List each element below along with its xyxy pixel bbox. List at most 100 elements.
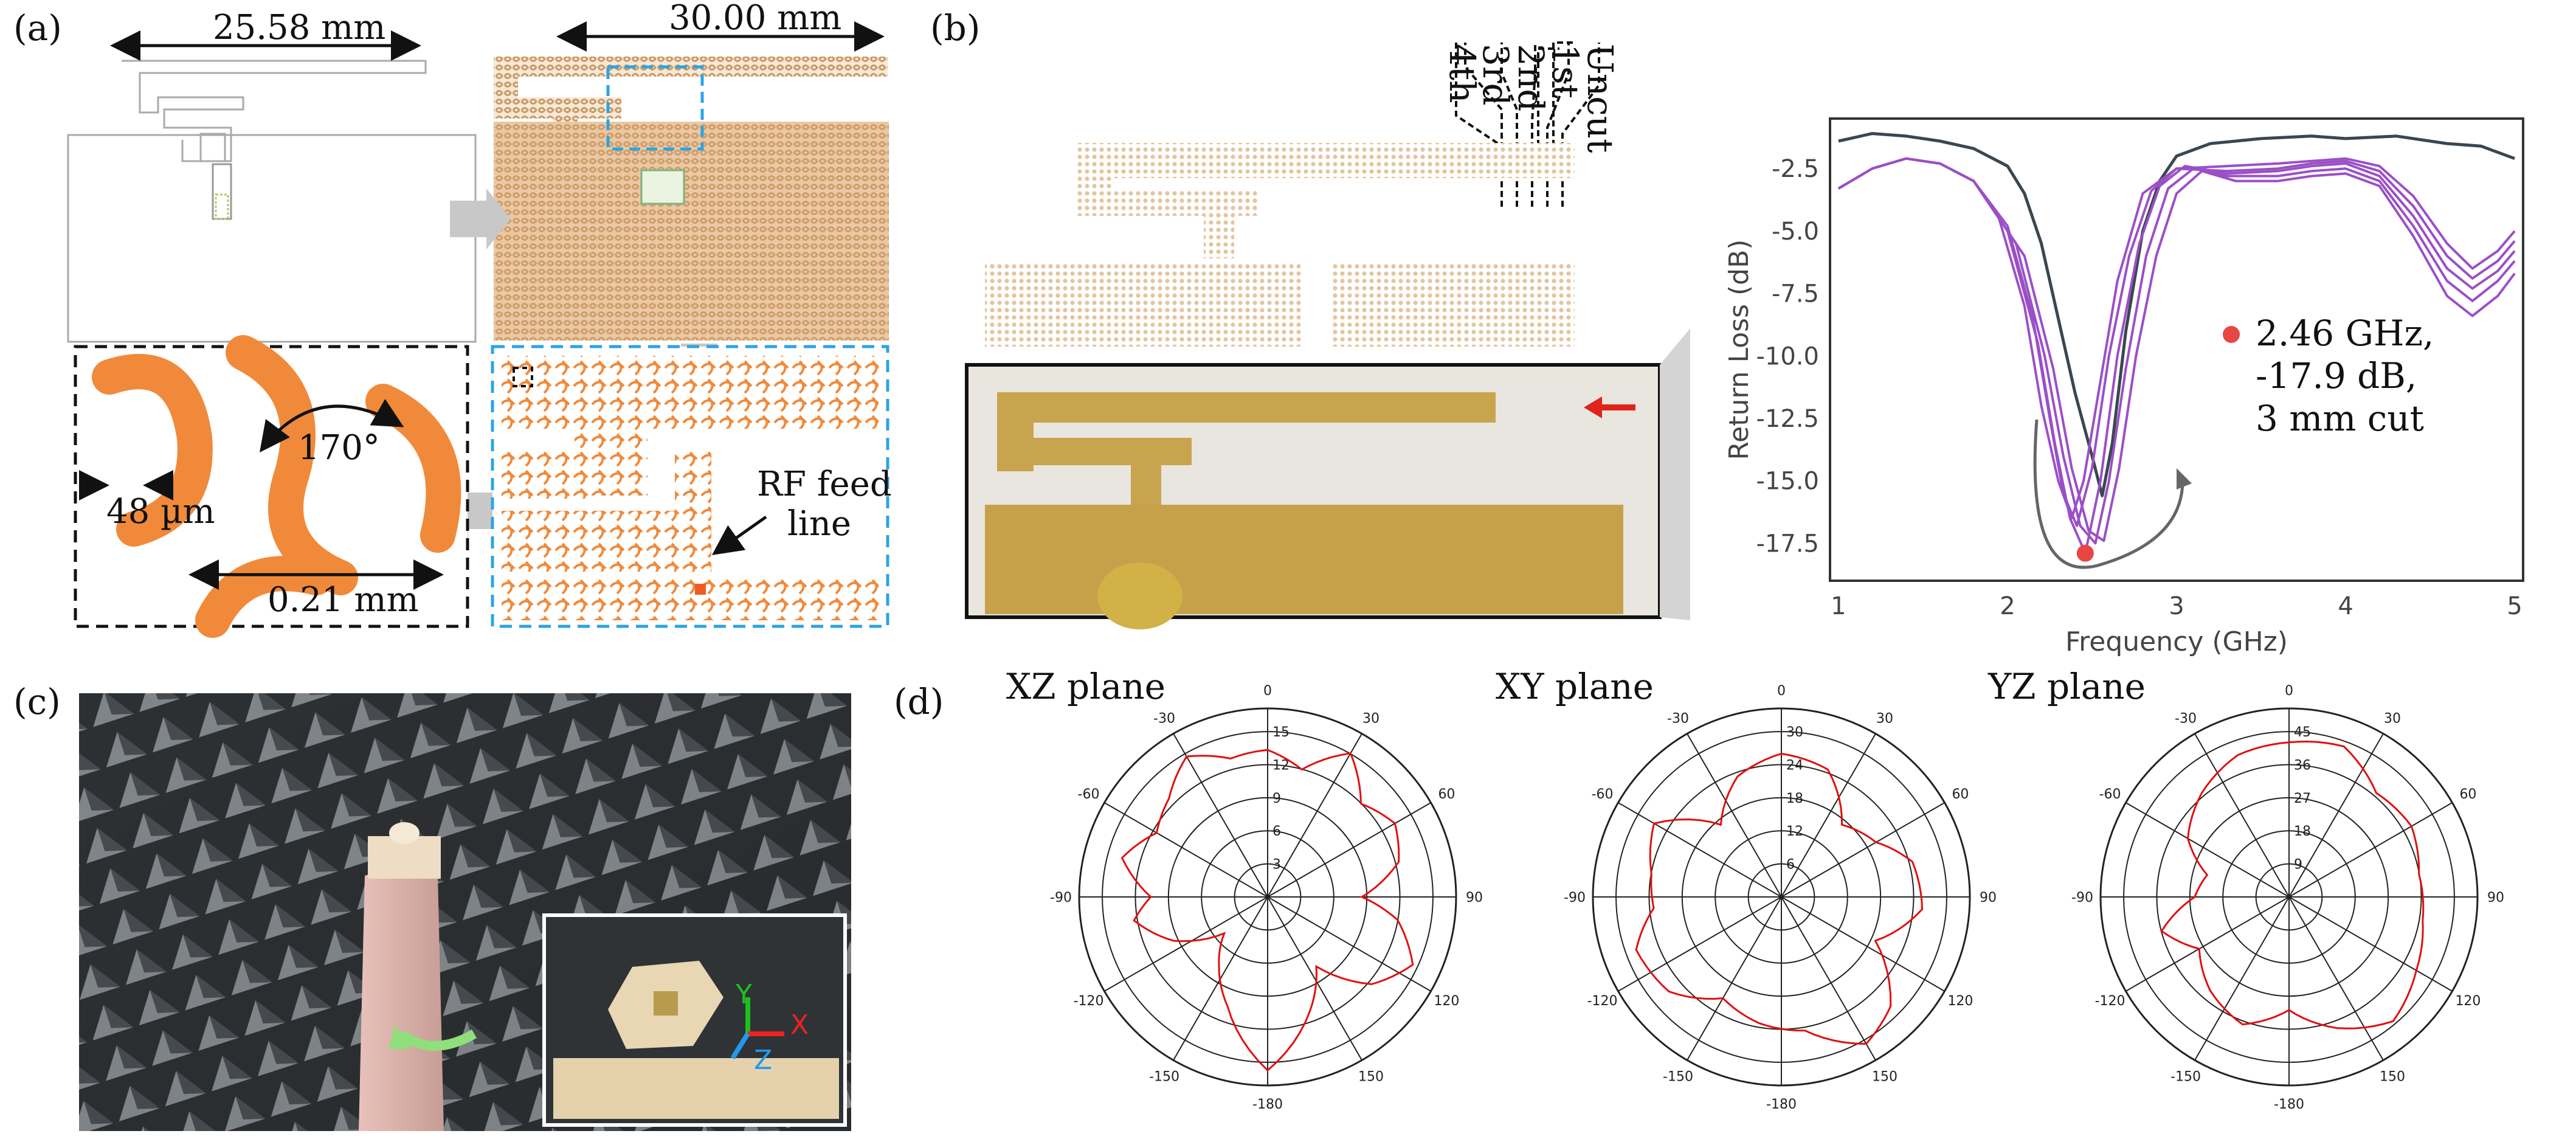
polar-angle-label: 0 [1777, 683, 1786, 699]
trend-arrow [2033, 419, 2184, 569]
polar-spoke [2194, 896, 2290, 1061]
polar-spoke [1687, 733, 1782, 898]
cut-label-2nd: 2nd [1510, 44, 1552, 111]
polar-radial-tick: 12 [1786, 824, 1803, 839]
radiation-pattern-trace [1635, 752, 1924, 1045]
y-tick-label: -12.5 [1756, 405, 1820, 433]
polar-angle-label: 30 [2384, 711, 2401, 727]
dimension-overall-label: 25.58 mm [213, 8, 385, 47]
polar-spoke [1267, 802, 1431, 898]
y-tick-label: -17.5 [1756, 530, 1820, 558]
x-tick-label: 1 [1831, 592, 1846, 620]
trend-arrowhead [2177, 468, 2192, 490]
polar-radial-tick: 12 [1272, 758, 1290, 773]
annotation-line-1: 2.46 GHz, [2256, 313, 2434, 354]
polar-plot-xy: 6121824300306090120150-180-150-120-90-60… [1564, 683, 1997, 1112]
series-line-5 [1837, 157, 2516, 542]
polar-radial-tick: 9 [2294, 857, 2302, 873]
y-tick-label: -7.5 [1772, 280, 1819, 308]
radiation-pattern-trace [1121, 749, 1414, 1072]
polar-angle-label: 30 [1362, 711, 1380, 727]
panel-label-c: (c) [13, 681, 61, 722]
polar-spoke [2125, 802, 2290, 898]
polar-plot-xz: 36912150306090120150-180-150-120-90-60-3… [1050, 683, 1483, 1112]
y-tick-label: -10.0 [1756, 342, 1820, 370]
polar-angle-label: -180 [2274, 1097, 2304, 1112]
y-tick-label: -2.5 [1772, 155, 1819, 183]
polar-angle-label: -180 [1766, 1097, 1797, 1112]
x-tick-label: 3 [2169, 592, 2184, 620]
polar-spoke [1781, 896, 1876, 1061]
polar-angle-label: -90 [1050, 890, 1072, 905]
polar-angle-label: 120 [1947, 994, 1973, 1009]
dimension-patterned-label: 30.00 mm [669, 0, 841, 38]
x-axis-title: Frequency (GHz) [2065, 626, 2288, 657]
rf-feed-label-line2: line [787, 504, 851, 544]
x-tick-label: 5 [2507, 592, 2522, 620]
unit-cell-zoom [74, 335, 469, 638]
flow-arrow-right [450, 189, 511, 249]
panel-label-b: (b) [930, 7, 981, 49]
cut-label-3rd: 3rd [1475, 44, 1516, 106]
polar-spoke [1781, 896, 1945, 992]
trace-width-label: 48 µm [106, 492, 215, 531]
panel-b-antenna-figure: Uncut 1st 2nd 3rd 4th [965, 41, 1690, 629]
polar-angle-label: -120 [1074, 994, 1104, 1009]
polar-angle-label: 0 [2285, 683, 2293, 699]
cut-label-4th: 4th [1442, 44, 1483, 103]
x-tick-label: 4 [2338, 592, 2353, 620]
legend-dot [2223, 326, 2240, 343]
polar-angle-label: -60 [2099, 787, 2121, 802]
y-axis-ticks: -2.5-5.0-7.5-10.0-12.5-15.0-17.5 [1756, 155, 1820, 558]
polar-angle-label: 90 [1466, 890, 1483, 905]
polar-angle-label: 120 [2455, 994, 2481, 1009]
polar-spoke [1781, 733, 1876, 898]
polar-angle-label: 60 [1952, 787, 1969, 802]
polar-spoke [2288, 896, 2384, 1061]
plane-title-xy: XY plane [1496, 666, 1654, 707]
polar-plot-yz: 9182736450306090120150-180-150-120-90-60… [2071, 683, 2504, 1112]
anechoic-chamber-photo: Y X Z [79, 693, 851, 1131]
polar-radial-tick: 27 [2294, 791, 2311, 806]
polar-radial-tick: 45 [2294, 725, 2311, 740]
highlight-point [2076, 544, 2094, 562]
polar-spoke [1267, 896, 1431, 992]
polar-radial-tick: 18 [2294, 824, 2311, 839]
polar-angle-label: -150 [1663, 1069, 1693, 1084]
polar-angle-label: -120 [2095, 994, 2125, 1009]
polar-spoke [1104, 802, 1268, 898]
polar-angle-label: -30 [1153, 711, 1175, 727]
polar-spoke [1104, 896, 1268, 992]
antenna-schematic [985, 143, 1575, 347]
polar-angle-label: 150 [1872, 1069, 1897, 1084]
angle-label: 170° [298, 428, 380, 468]
axis-label-z: Z [754, 1045, 772, 1076]
polar-angle-label: 150 [1358, 1069, 1384, 1084]
panel-label-d: (d) [894, 681, 944, 722]
annotation-line-3: 3 mm cut [2256, 398, 2424, 439]
annotation-line-2: -17.9 dB, [2256, 355, 2417, 396]
polar-angle-label: 150 [2380, 1069, 2405, 1084]
polar-spoke [2288, 896, 2453, 992]
antenna-photo [965, 363, 1662, 629]
polar-spoke [1173, 733, 1268, 898]
polar-angle-label: -150 [2170, 1069, 2201, 1084]
polar-radial-tick: 18 [1786, 791, 1803, 806]
plane-title-xz: XZ plane [1006, 666, 1165, 707]
projection-wedge [1660, 328, 1690, 620]
polar-radial-tick: 15 [1272, 725, 1290, 740]
polar-angle-label: -60 [1078, 787, 1100, 802]
polar-spoke [1267, 733, 1362, 898]
polar-angle-label: -30 [1667, 711, 1689, 727]
antenna-patterned-drawing [494, 57, 889, 341]
polar-spoke [2125, 896, 2290, 992]
polar-angle-label: -180 [1252, 1097, 1283, 1112]
polar-angle-label: -150 [1149, 1069, 1179, 1084]
polar-angle-label: 60 [2459, 787, 2476, 802]
polar-radial-tick: 24 [1786, 758, 1803, 773]
polar-spoke [1687, 896, 1782, 1061]
series-line-0 [1838, 132, 2515, 497]
polar-angle-label: 90 [1980, 890, 1997, 905]
